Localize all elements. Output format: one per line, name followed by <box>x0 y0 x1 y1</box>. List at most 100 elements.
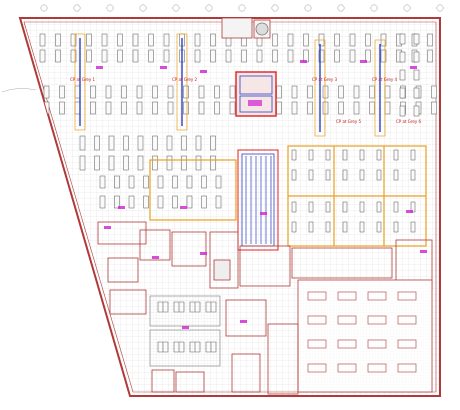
desk <box>413 33 420 45</box>
desk <box>338 101 344 115</box>
desk <box>291 101 298 115</box>
desk <box>413 51 420 63</box>
desk <box>359 221 365 233</box>
desk <box>123 135 129 151</box>
desk <box>172 195 178 209</box>
grid-bubble <box>139 4 147 12</box>
room-tag-marker <box>406 210 413 213</box>
desk <box>413 105 420 117</box>
cafe-table <box>397 339 417 349</box>
desk <box>322 85 329 99</box>
grid-bubble <box>337 4 345 12</box>
cafe-table <box>397 315 417 325</box>
desk <box>308 149 314 161</box>
desk <box>70 49 77 63</box>
desk <box>325 149 331 161</box>
desk <box>86 49 92 63</box>
top-core-rooms <box>221 17 271 39</box>
desk <box>307 101 313 115</box>
cafe-table <box>367 291 387 301</box>
desk <box>101 33 108 47</box>
room-tag-marker <box>160 66 167 69</box>
room-tag-marker <box>96 66 103 69</box>
desk <box>214 101 220 115</box>
desk <box>114 195 120 209</box>
desk <box>214 85 220 99</box>
cafe-table <box>307 291 327 301</box>
orange-zones <box>149 145 427 247</box>
room-labels: CP at Grey 1 CP at Grey 2 CP at Grey 3 C… <box>70 77 422 124</box>
desk <box>166 155 173 171</box>
desk <box>384 101 391 115</box>
desk <box>74 101 81 115</box>
desk <box>198 85 205 99</box>
desk <box>152 85 158 99</box>
room-tag-marker <box>260 212 267 215</box>
lounge-seat <box>157 341 169 353</box>
desk <box>148 33 154 47</box>
desk <box>308 169 314 181</box>
desk <box>172 175 178 189</box>
desk <box>215 195 222 209</box>
desk <box>210 155 216 171</box>
desk <box>318 49 325 63</box>
desk <box>325 201 331 213</box>
desk <box>194 49 201 63</box>
desk <box>94 135 100 151</box>
desk <box>365 49 371 63</box>
desk <box>287 49 294 63</box>
desk <box>338 85 344 99</box>
desk <box>194 33 201 47</box>
desk <box>349 33 356 47</box>
desk <box>39 49 46 63</box>
desk <box>349 49 356 63</box>
desk <box>359 149 365 161</box>
grid-bubble <box>271 4 279 12</box>
desk <box>353 101 360 115</box>
room-tag-marker <box>240 320 247 323</box>
desk <box>380 49 387 63</box>
desk <box>117 33 123 47</box>
desk <box>195 135 202 151</box>
desk <box>43 85 50 99</box>
desk <box>136 101 143 115</box>
desk <box>39 33 46 47</box>
central-conference-block <box>235 71 277 117</box>
room-tag-marker <box>420 250 427 253</box>
cafeteria-area <box>297 279 433 393</box>
desk <box>114 175 120 189</box>
lounge-seat <box>189 301 201 313</box>
zone-outline <box>176 33 188 131</box>
room-tag-marker <box>200 70 207 73</box>
desk <box>322 101 329 115</box>
desk <box>105 101 112 115</box>
room-tag-4: CP at Grey 4 <box>372 77 398 82</box>
desk <box>276 101 282 115</box>
zone-outline <box>74 33 86 131</box>
desk <box>152 101 158 115</box>
desk <box>99 195 106 209</box>
desk <box>427 49 433 63</box>
desk <box>431 101 437 115</box>
desk <box>376 201 382 213</box>
desk <box>198 101 205 115</box>
desk <box>132 49 139 63</box>
desk <box>181 135 187 151</box>
desk <box>128 175 135 189</box>
desk <box>195 155 202 171</box>
desk <box>186 195 193 209</box>
desk <box>410 221 416 233</box>
room-tag-marker <box>180 206 187 209</box>
desk <box>183 85 189 99</box>
desk <box>307 85 313 99</box>
grid-bubble <box>238 4 246 12</box>
desk <box>369 101 375 115</box>
desk <box>90 101 96 115</box>
desk <box>55 33 61 47</box>
lower-left-lounge <box>149 295 221 367</box>
desk <box>342 169 348 181</box>
room-tag-3: CP at Grey 3 <box>312 77 338 82</box>
desk <box>384 85 391 99</box>
desk <box>70 33 77 47</box>
desk <box>431 85 437 99</box>
